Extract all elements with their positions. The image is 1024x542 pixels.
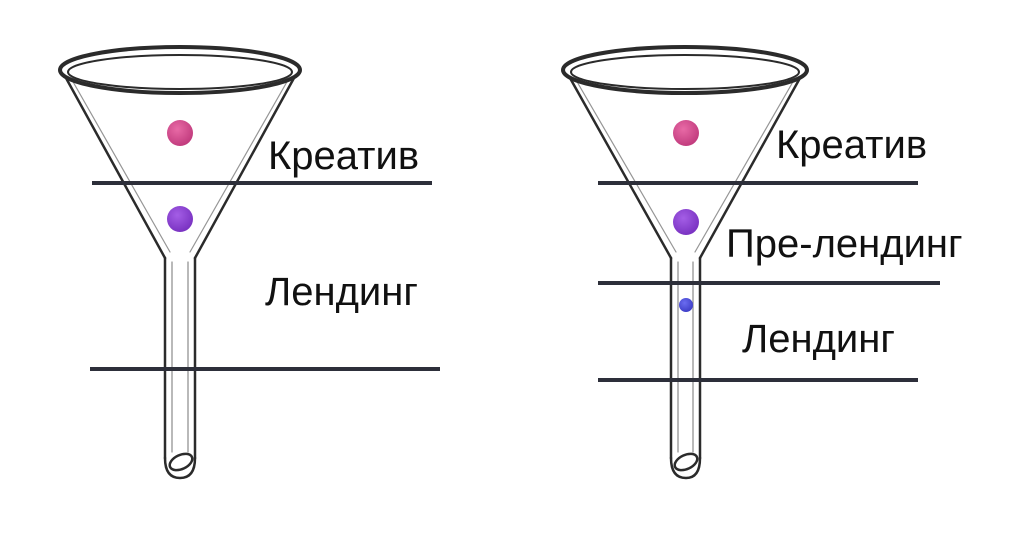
left-funnel-body <box>58 45 302 480</box>
right-funnel-body <box>561 45 809 480</box>
left-stage-label-landing: Лендинг <box>265 270 418 314</box>
right-stage-label-creative: Креатив <box>776 123 928 167</box>
right-stage-label-landing: Лендинг <box>742 317 895 361</box>
left-dot-landing <box>167 206 193 232</box>
right-dot-creative <box>673 120 699 146</box>
right-dot-landing <box>679 298 693 312</box>
right-stage-label-prelanding: Пре-лендинг <box>726 222 963 266</box>
left-stage-label-creative: Креатив <box>268 134 420 178</box>
left-dot-creative <box>167 120 193 146</box>
right-dot-prelanding <box>673 209 699 235</box>
